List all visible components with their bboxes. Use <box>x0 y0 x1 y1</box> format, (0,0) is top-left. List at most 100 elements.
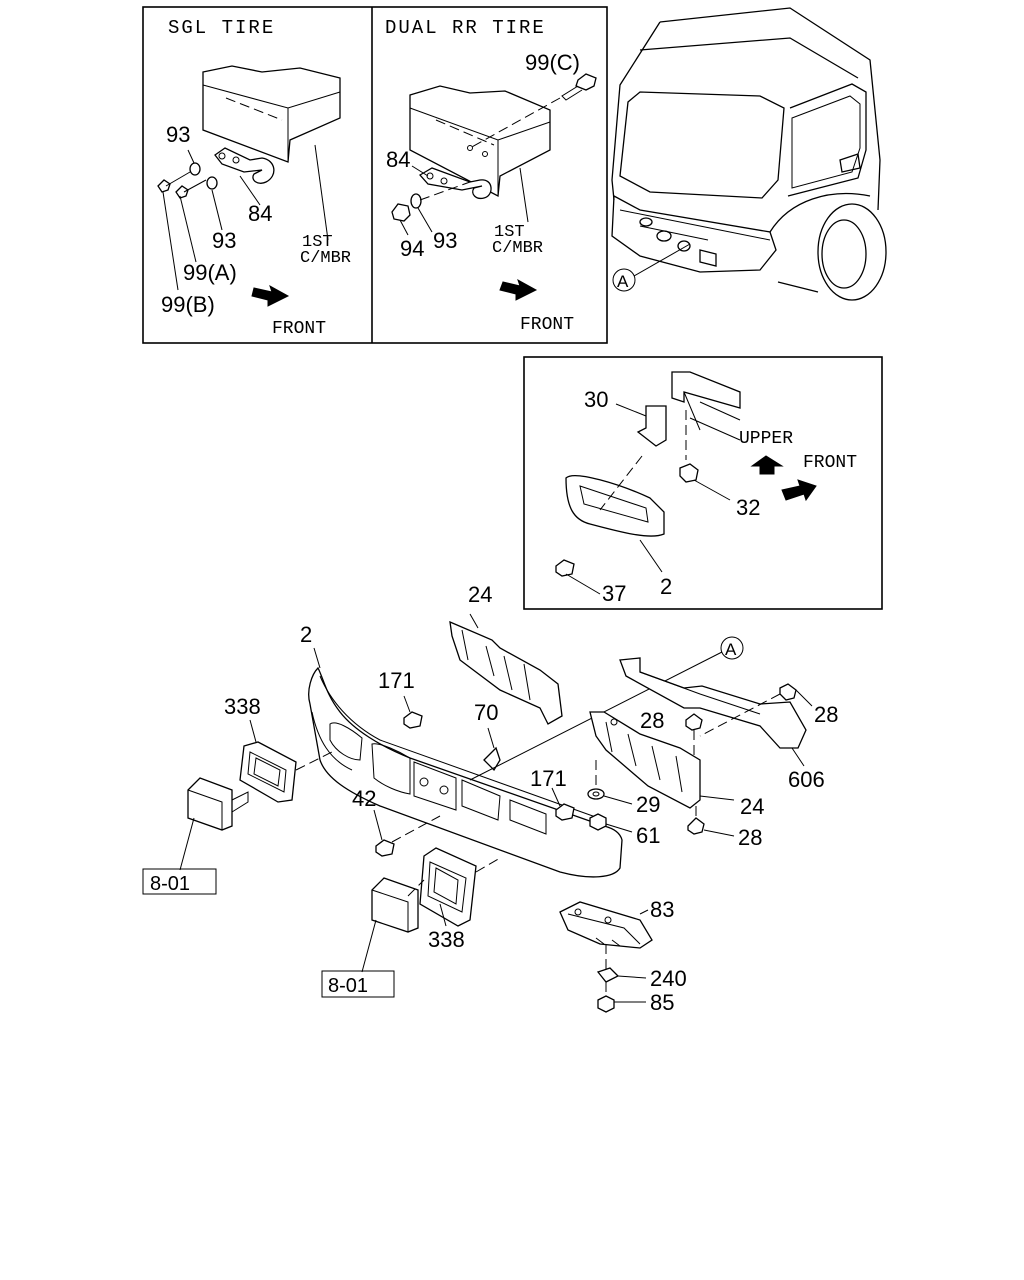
sgl-tire-title: SGL TIRE <box>168 17 275 39</box>
bolt-99a-icon <box>175 179 207 199</box>
ref-8-01-lower-box <box>321 970 395 998</box>
front-arrow-icon-dual <box>499 278 538 301</box>
clip-240-icon <box>596 967 620 983</box>
clip-70-icon <box>483 746 501 772</box>
ref-a-main: A <box>725 640 737 659</box>
tire-inset: SGL TIRE <box>142 6 608 344</box>
front-label-inset: FRONT <box>803 453 857 473</box>
lower-bracket-group: 83 240 85 <box>559 897 687 1015</box>
ref-8-01-upper: 8-01 <box>150 873 190 895</box>
callout-99a: 99(A) <box>183 260 237 285</box>
mbr-label-dual-line2: C/MBR <box>492 239 543 258</box>
ref-a-top: A <box>617 272 629 291</box>
nut-94-icon <box>391 203 411 222</box>
bumper-mount-inset-frame <box>523 356 883 610</box>
ref-a-circle-main-icon <box>720 636 744 660</box>
ref-8-01-lower: 8-01 <box>328 975 368 997</box>
bumper-mount-inset: 30 32 37 2 UPPER FRONT <box>523 356 883 610</box>
washer-93b-icon <box>206 176 218 190</box>
frame-member-sgl <box>202 65 341 163</box>
tow-hook-sgl <box>214 147 275 184</box>
fog-lamp-right-icon <box>371 877 425 933</box>
bolt-28-bottom-icon <box>687 817 705 835</box>
bolt-28-right-icon <box>779 683 797 701</box>
callout-99b: 99(B) <box>161 292 215 317</box>
fog-lamp-left-icon <box>187 777 249 831</box>
callout-84-dual: 84 <box>386 147 410 172</box>
bumper-center-plate <box>413 761 457 811</box>
callout-70: 70 <box>474 700 498 725</box>
mbr-label-sgl-line2: C/MBR <box>300 249 351 268</box>
callout-93-sgl-top: 93 <box>166 122 190 147</box>
fog-lamp-right-group: 338 8-01 <box>321 847 501 998</box>
washer-93a-icon <box>189 162 201 176</box>
bumper-opening-1 <box>329 722 363 761</box>
bolt-37-icon <box>555 559 575 577</box>
nut-171-lower-icon <box>555 803 575 821</box>
front-arrow-icon-sgl <box>251 284 290 307</box>
tire-inset-frame <box>142 6 608 344</box>
callout-84-sgl: 84 <box>248 201 272 226</box>
callout-338-lower: 338 <box>428 927 465 952</box>
bolt-32-icon <box>679 463 699 483</box>
nut-171-upper-icon <box>403 711 423 729</box>
callout-28-bottom: 28 <box>738 825 762 850</box>
bumper-opening-2 <box>371 743 411 795</box>
callout-240: 240 <box>650 966 687 991</box>
callout-338-upper: 338 <box>224 694 261 719</box>
bezel-338-left <box>239 741 297 803</box>
bracket-30-icon <box>636 405 667 447</box>
dual-tire-panel: DUAL RR TIRE <box>385 17 597 335</box>
dual-tire-title: DUAL RR TIRE <box>385 17 546 39</box>
callout-32: 32 <box>736 495 760 520</box>
callout-83: 83 <box>650 897 674 922</box>
callout-24-top: 24 <box>468 582 492 607</box>
truck-cab-drawing: A <box>611 7 887 301</box>
fog-lamp-left-group: 338 8-01 <box>142 694 337 895</box>
bumper-end-inset <box>565 475 665 537</box>
callout-24-lower: 24 <box>740 794 764 819</box>
callout-171-upper: 171 <box>378 668 415 693</box>
front-label-sgl: FRONT <box>272 319 326 339</box>
callout-2-inset: 2 <box>660 574 672 599</box>
bracket-24-lower <box>589 711 701 809</box>
ref-8-01-upper-box <box>142 868 217 895</box>
callout-37: 37 <box>602 581 626 606</box>
bracket-83 <box>559 901 653 949</box>
bumper-opening-4 <box>509 799 547 835</box>
callout-171-lower: 171 <box>530 766 567 791</box>
callout-28-mid: 28 <box>640 708 664 733</box>
callout-93-sgl-bottom: 93 <box>212 228 236 253</box>
bumper-body <box>308 666 623 878</box>
callout-29: 29 <box>636 792 660 817</box>
washer-29-icon <box>587 788 605 800</box>
bolt-99c-icon <box>561 73 597 101</box>
frame-extension-606 <box>619 657 807 749</box>
washer-93-dual-icon <box>410 193 422 209</box>
upper-label: UPPER <box>739 429 793 449</box>
callout-30: 30 <box>584 387 608 412</box>
bumper-assembly: 24 2 171 70 171 <box>300 582 838 878</box>
bezel-338-right <box>419 847 477 927</box>
callout-61: 61 <box>636 823 660 848</box>
ref-a-circle-top-icon <box>612 268 636 292</box>
callout-28-right: 28 <box>814 702 838 727</box>
bracket-24-upper <box>449 620 563 725</box>
frame-member-dual <box>409 85 551 198</box>
callout-606: 606 <box>788 767 825 792</box>
upper-arrow-icon <box>750 455 784 475</box>
bolt-99b-icon <box>157 171 191 193</box>
callout-42: 42 <box>352 786 376 811</box>
bolt-42-icon <box>375 839 395 857</box>
bumper-opening-3 <box>461 779 501 821</box>
callout-85: 85 <box>650 990 674 1015</box>
callout-93-dual: 93 <box>433 228 457 253</box>
callout-94: 94 <box>400 236 424 261</box>
bolt-85-icon <box>597 995 615 1013</box>
mbr-label-dual-line1: 1ST <box>494 223 525 242</box>
sgl-tire-panel: SGL TIRE <box>157 17 351 339</box>
bolt-28-mid-icon <box>685 713 703 731</box>
callout-2-main: 2 <box>300 622 312 647</box>
tow-hook-dual <box>418 167 492 200</box>
